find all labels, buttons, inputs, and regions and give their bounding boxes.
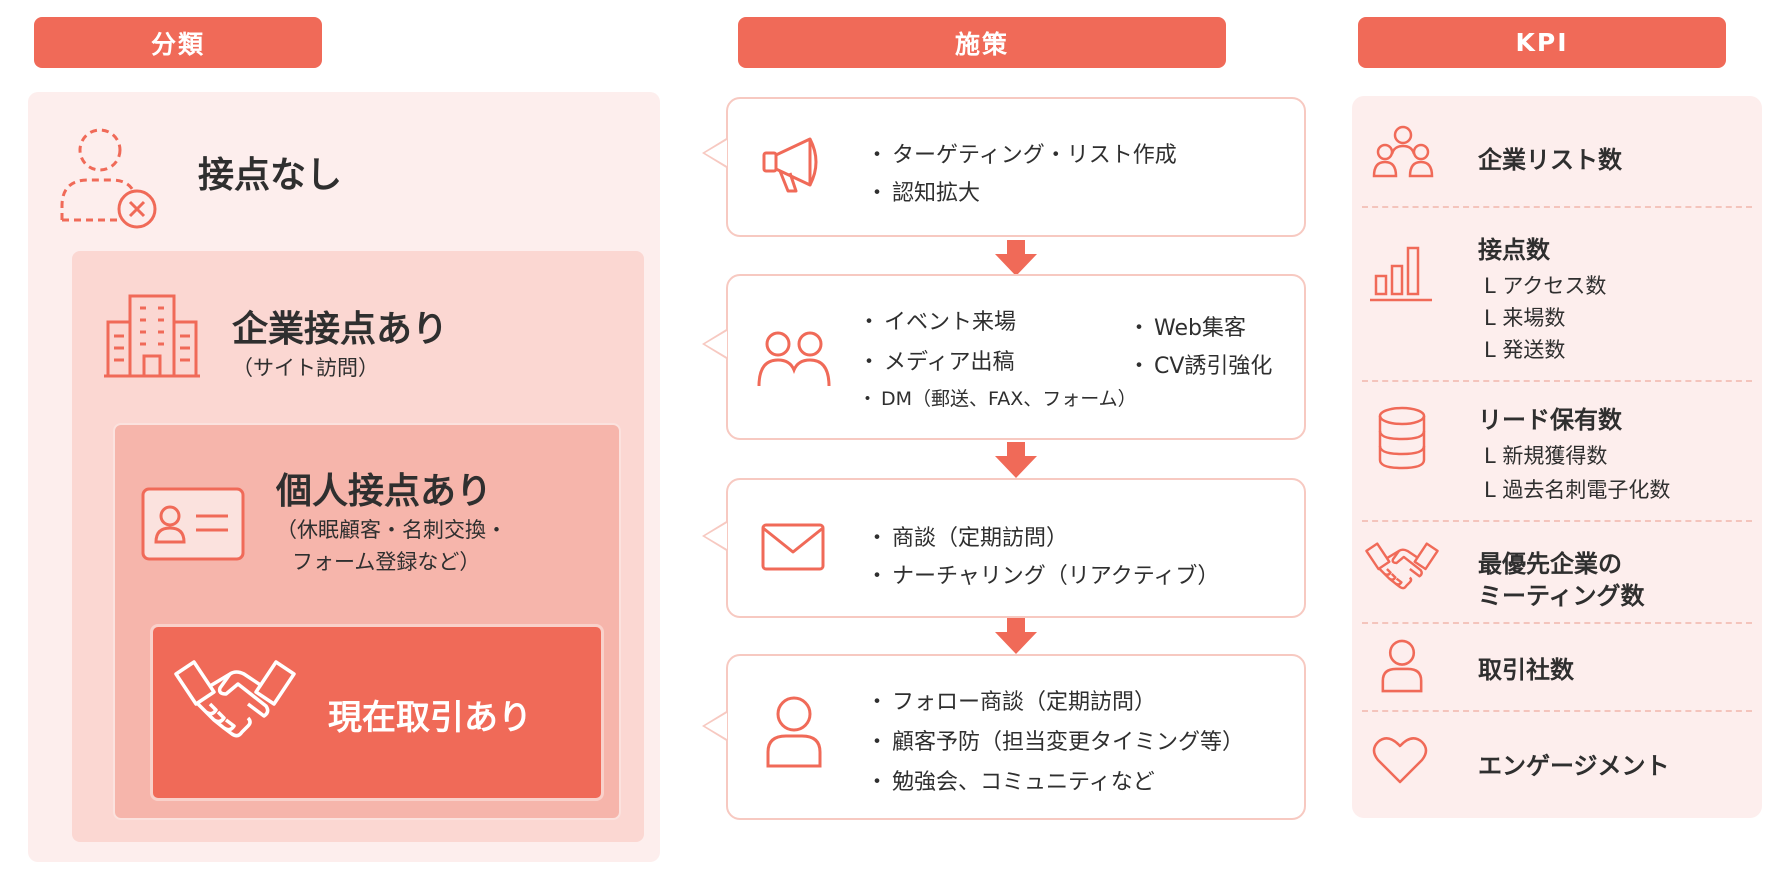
measure-item: 顧客予防（担当変更タイミング等）	[866, 724, 1244, 756]
measure-item: フォロー商談（定期訪問）	[866, 684, 1156, 716]
megaphone-icon	[760, 135, 828, 193]
category-company-title: 企業接点あり	[232, 309, 449, 350]
measure-card-4: フォロー商談（定期訪問） 顧客予防（担当変更タイミング等） 勉強会、コミュニティ…	[702, 654, 1306, 820]
header-kpi: KPI	[1358, 17, 1726, 68]
kpi-separator	[1362, 206, 1752, 208]
handshake-icon	[172, 656, 298, 742]
kpi-sub: L 過去名刺電子化数	[1484, 478, 1671, 502]
person-x-icon	[58, 122, 162, 229]
kpi-title: 企業リスト数	[1478, 146, 1622, 174]
database-icon	[1376, 406, 1428, 470]
person-icon	[764, 694, 824, 770]
category-none-title: 接点なし	[198, 155, 343, 196]
id-card-icon	[140, 486, 246, 562]
measure-item: 商談（定期訪問）	[866, 520, 1068, 552]
kpi-separator	[1362, 710, 1752, 712]
measure-item: 勉強会、コミュニティなど	[866, 764, 1155, 796]
kpi-title: リード保有数	[1478, 406, 1622, 434]
kpi-sub: L 来場数	[1484, 306, 1566, 330]
mail-icon	[760, 522, 826, 572]
group-icon	[1372, 124, 1434, 178]
person-icon	[1378, 638, 1426, 694]
down-arrow	[995, 240, 1037, 276]
category-current-title: 現在取引あり	[328, 698, 532, 738]
kpi-title: ミーティング数	[1478, 582, 1645, 610]
measure-item: CV誘引強化	[1128, 348, 1272, 380]
kpi-title: 取引社数	[1478, 656, 1574, 684]
measure-item: メディア出稿	[858, 344, 1014, 376]
building-icon	[102, 292, 202, 380]
measure-card-2: イベント来場 メディア出稿 DM（郵送、FAX、フォーム） Web集客 CV誘引…	[702, 274, 1306, 440]
kpi-sub: L 発送数	[1484, 338, 1566, 362]
kpi-sub: L 新規獲得数	[1484, 444, 1608, 468]
kpi-title: 接点数	[1478, 236, 1550, 264]
bar-chart-icon	[1370, 244, 1432, 302]
down-arrow	[995, 442, 1037, 478]
kpi-title: 最優先企業の	[1478, 550, 1622, 578]
down-arrow	[995, 618, 1037, 654]
kpi-panel	[1352, 96, 1762, 818]
kpi-separator	[1362, 380, 1752, 382]
kpi-sub: L アクセス数	[1484, 274, 1607, 298]
measure-item: ナーチャリング（リアクティブ）	[866, 558, 1219, 590]
measure-item: Web集客	[1128, 310, 1246, 342]
measure-item: イベント来場	[858, 304, 1016, 336]
people-icon	[756, 328, 832, 388]
category-personal-title: 個人接点あり	[276, 471, 493, 512]
kpi-title: エンゲージメント	[1478, 752, 1670, 780]
header-category: 分類	[34, 17, 322, 68]
category-personal-note-2: フォーム登録など）	[292, 550, 481, 574]
kpi-separator	[1362, 622, 1752, 624]
category-company-note: （サイト訪問）	[232, 356, 379, 380]
kpi-separator	[1362, 520, 1752, 522]
handshake-icon	[1364, 538, 1440, 594]
heart-icon	[1372, 734, 1428, 786]
measure-item: ターゲティング・リスト作成	[866, 137, 1177, 169]
measure-card-1: ターゲティング・リスト作成 認知拡大	[702, 97, 1306, 237]
category-panel-current	[150, 624, 604, 801]
measure-item: 認知拡大	[866, 175, 980, 207]
category-personal-note-1: （休眠顧客・名刺交換・	[276, 518, 507, 542]
header-measures: 施策	[738, 17, 1226, 68]
measure-card-3: 商談（定期訪問） ナーチャリング（リアクティブ）	[702, 478, 1306, 618]
measure-item: DM（郵送、FAX、フォーム）	[858, 384, 1137, 411]
